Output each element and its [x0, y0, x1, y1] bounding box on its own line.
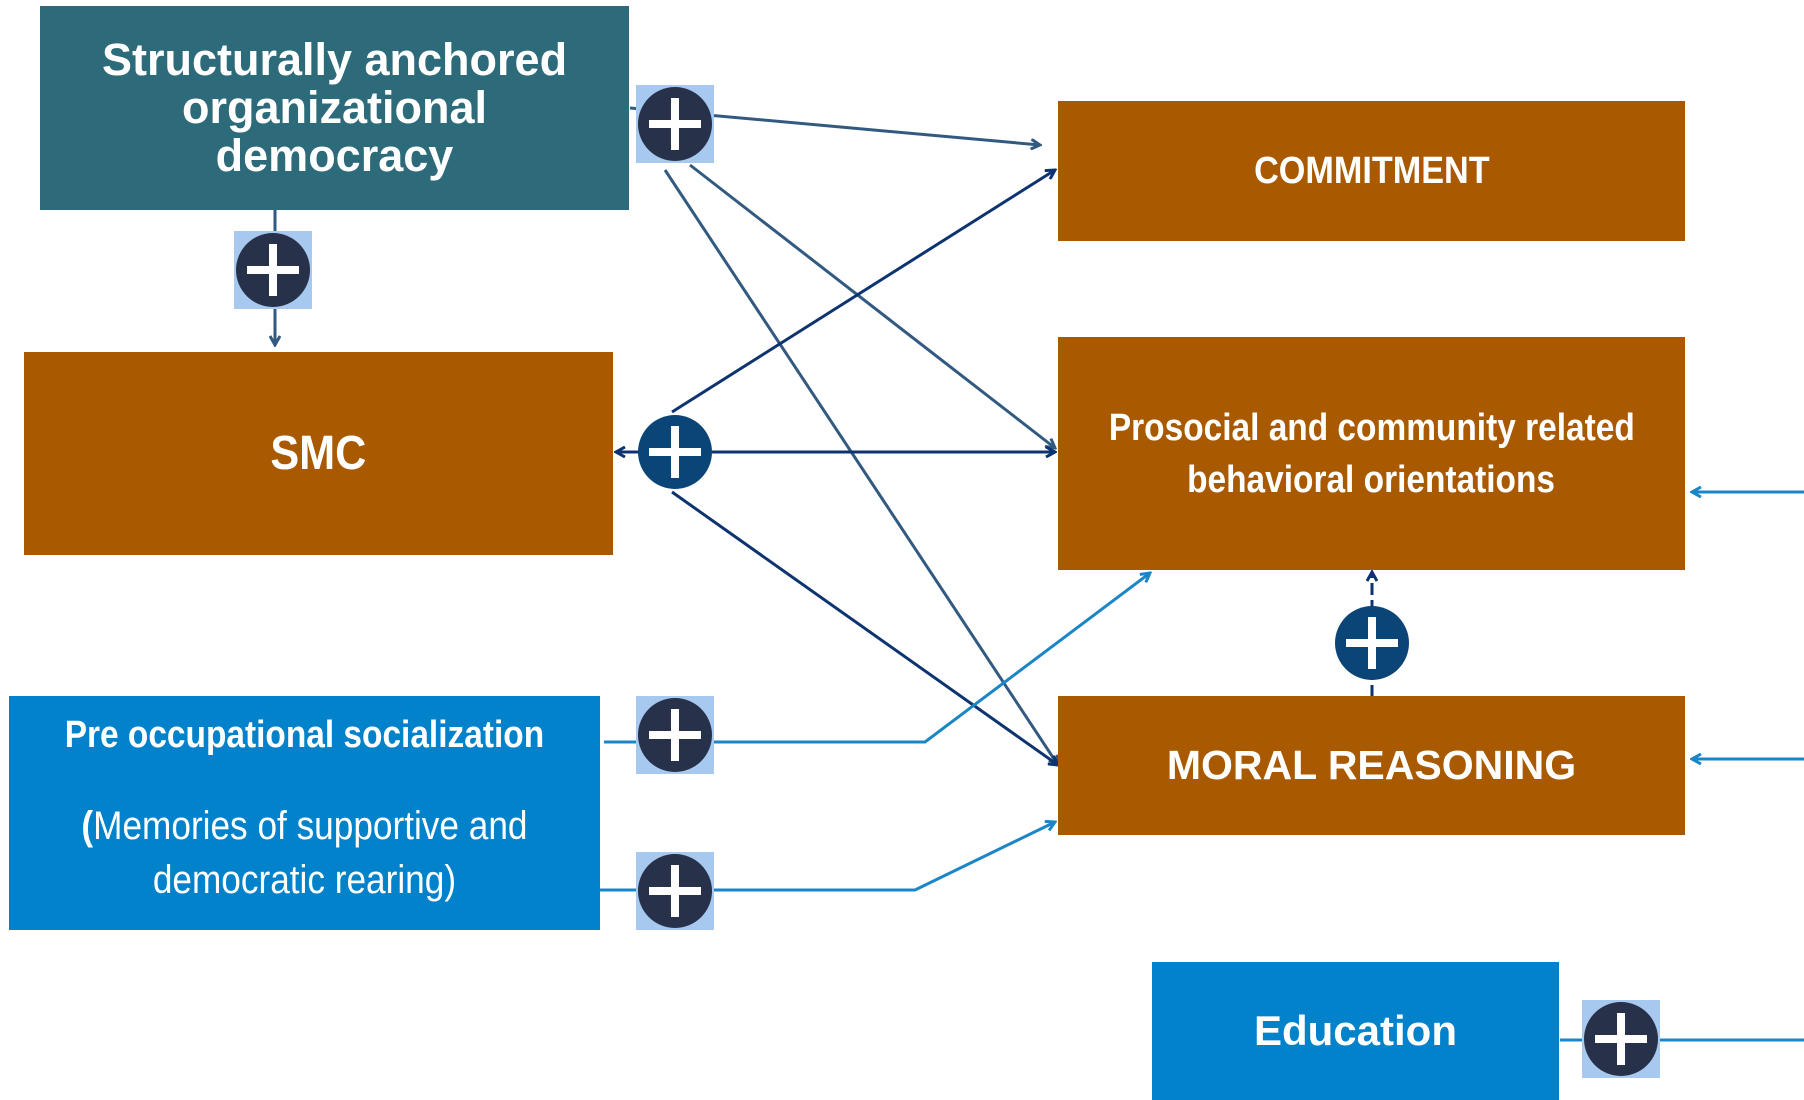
node-pre-occupational-subtitle-line-1: Memories of supportive and	[93, 804, 528, 848]
node-pre-occupational-paren: (	[81, 804, 94, 848]
node-prosocial-line-1: Prosocial and community related	[1108, 406, 1635, 449]
node-org-democracy: Structurally anchored organizational dem…	[40, 6, 629, 210]
node-pre-occupational-subtitle-line-2: democratic rearing)	[152, 858, 457, 902]
edge-org-to-prosocial	[689, 163, 1055, 448]
edge-smc-to-commitment	[671, 170, 1055, 414]
node-moral-reasoning-label: MORAL REASONING	[1166, 742, 1577, 788]
edge-preocc-to-moral	[712, 822, 1055, 892]
plus-icon	[234, 231, 312, 309]
node-org-democracy-line-2: organizational	[181, 82, 488, 133]
plus-icon	[638, 415, 712, 489]
node-pre-occupational: Pre occupational socialization (Memories…	[9, 696, 600, 930]
node-smc-label: SMC	[270, 427, 367, 480]
plus-icon	[1582, 1000, 1660, 1078]
node-pre-occupational-subtitle: (Memories of supportive and democratic r…	[81, 799, 527, 907]
edge-org-to-moral	[663, 169, 1058, 765]
node-education-label: Education	[1253, 1007, 1457, 1054]
node-pre-occupational-title: Pre occupational socialization	[64, 714, 545, 756]
node-commitment: COMMITMENT	[1058, 101, 1685, 241]
plus-icon	[636, 85, 714, 163]
plus-icon	[1335, 606, 1409, 680]
node-moral-reasoning: MORAL REASONING	[1058, 696, 1685, 835]
node-org-democracy-line-3: democracy	[215, 130, 454, 181]
edge-smc-to-moral	[671, 490, 1058, 765]
node-prosocial-line-2: behavioral orientations	[1187, 458, 1556, 501]
edge-preocc-to-prosocial	[712, 573, 1150, 744]
node-smc: SMC	[24, 352, 613, 555]
node-commitment-label: COMMITMENT	[1253, 149, 1490, 192]
plus-icon	[636, 696, 714, 774]
node-prosocial: Prosocial and community related behavior…	[1058, 337, 1685, 570]
node-education: Education	[1152, 962, 1559, 1100]
node-org-democracy-line-1: Structurally anchored	[101, 34, 568, 85]
plus-icon	[636, 852, 714, 930]
